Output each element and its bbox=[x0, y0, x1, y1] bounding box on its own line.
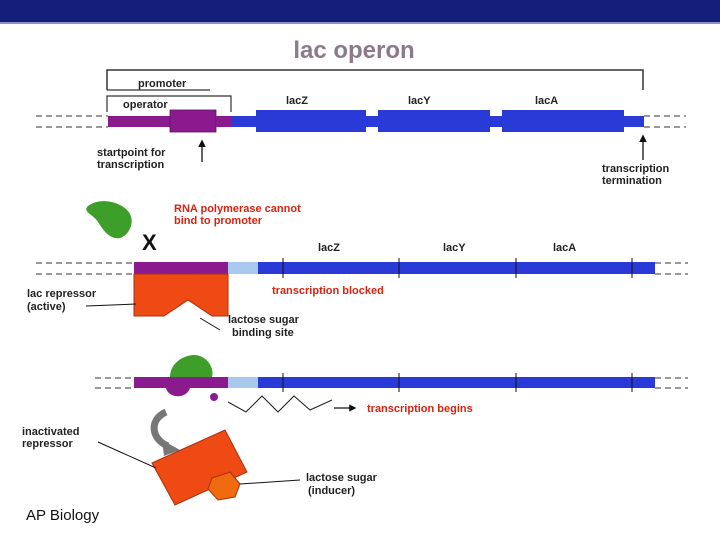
panel-1-operon: promoter operator lacZ lacY lacA startpo… bbox=[36, 69, 686, 187]
gene-lacz-label: lacZ bbox=[286, 95, 308, 107]
dna-spacer bbox=[232, 116, 256, 127]
rna-polymerase bbox=[170, 354, 213, 377]
release-arrow bbox=[150, 408, 170, 450]
genes-strand bbox=[258, 377, 655, 388]
gene-lacz bbox=[256, 110, 366, 132]
operator-label: operator bbox=[123, 99, 168, 111]
inactivated-label-2: repressor bbox=[22, 438, 73, 450]
operator-bracket bbox=[106, 95, 232, 112]
rna-polymerase bbox=[86, 201, 132, 239]
mrna-transcript bbox=[227, 395, 333, 413]
repressor-label-1: lac repressor bbox=[27, 288, 97, 300]
binding-label-2: binding site bbox=[232, 327, 294, 339]
inducer-label-1: lactose sugar bbox=[306, 472, 378, 484]
repressor-knob bbox=[162, 265, 198, 274]
diagram-title: lac operon bbox=[293, 37, 414, 64]
gene-laca bbox=[502, 110, 624, 132]
inactivated-pointer bbox=[97, 441, 157, 469]
header-bar bbox=[0, 0, 720, 22]
active-repressor bbox=[133, 273, 229, 317]
repressor-label-2: (active) bbox=[27, 301, 66, 313]
promoter-segment bbox=[108, 116, 170, 127]
gene-laca-label: lacA bbox=[553, 242, 576, 254]
dna-spacer bbox=[366, 116, 378, 127]
operator-segment bbox=[169, 109, 217, 133]
operator-segment-tail bbox=[216, 116, 232, 127]
lactose-inducer bbox=[207, 471, 241, 501]
termination-label-1: transcription bbox=[602, 163, 670, 175]
gene-lacy bbox=[378, 110, 490, 132]
operon-bracket bbox=[106, 69, 644, 90]
blocked-x-mark: X bbox=[142, 230, 157, 255]
inactivated-repressor bbox=[151, 429, 248, 506]
genes-strand bbox=[258, 262, 655, 274]
footer-label: AP Biology bbox=[26, 507, 100, 524]
polymerase-base bbox=[166, 388, 190, 397]
gene-lacy-label: lacY bbox=[443, 242, 466, 254]
begins-label: transcription begins bbox=[367, 403, 473, 415]
operator-segment bbox=[228, 377, 258, 388]
binding-label-1: lactose sugar bbox=[228, 314, 300, 326]
gene-lacy-label: lacY bbox=[408, 95, 431, 107]
dna-spacer bbox=[624, 116, 644, 127]
dna-spacer bbox=[490, 116, 502, 127]
gene-laca-label: lacA bbox=[535, 95, 558, 107]
operator-segment bbox=[228, 262, 258, 274]
polymerase-label-2: bind to promoter bbox=[174, 215, 263, 227]
promoter-label: promoter bbox=[138, 78, 187, 90]
repressor-pointer bbox=[85, 303, 137, 307]
blocked-label: transcription blocked bbox=[272, 285, 384, 297]
header-divider bbox=[0, 22, 720, 24]
startpoint-label-1: startpoint for bbox=[97, 147, 166, 159]
polymerase-label-1: RNA polymerase cannot bbox=[174, 203, 301, 215]
inducer-pointer bbox=[239, 479, 301, 485]
panel-2-repressed: X RNA polymerase cannot bind to promoter… bbox=[27, 201, 688, 339]
promoter-segment bbox=[134, 377, 228, 388]
panel-3-induced: transcription begins inactivated repress… bbox=[22, 354, 688, 506]
startpoint-label-2: transcription bbox=[97, 159, 165, 171]
release-arrowhead bbox=[162, 440, 180, 456]
inactivated-label-1: inactivated bbox=[22, 426, 79, 438]
polymerase-marker bbox=[210, 393, 218, 401]
binding-site-pointer bbox=[199, 317, 221, 331]
gene-lacz-label: lacZ bbox=[318, 242, 340, 254]
inducer-label-2: (inducer) bbox=[308, 485, 355, 497]
termination-label-2: termination bbox=[602, 175, 662, 187]
